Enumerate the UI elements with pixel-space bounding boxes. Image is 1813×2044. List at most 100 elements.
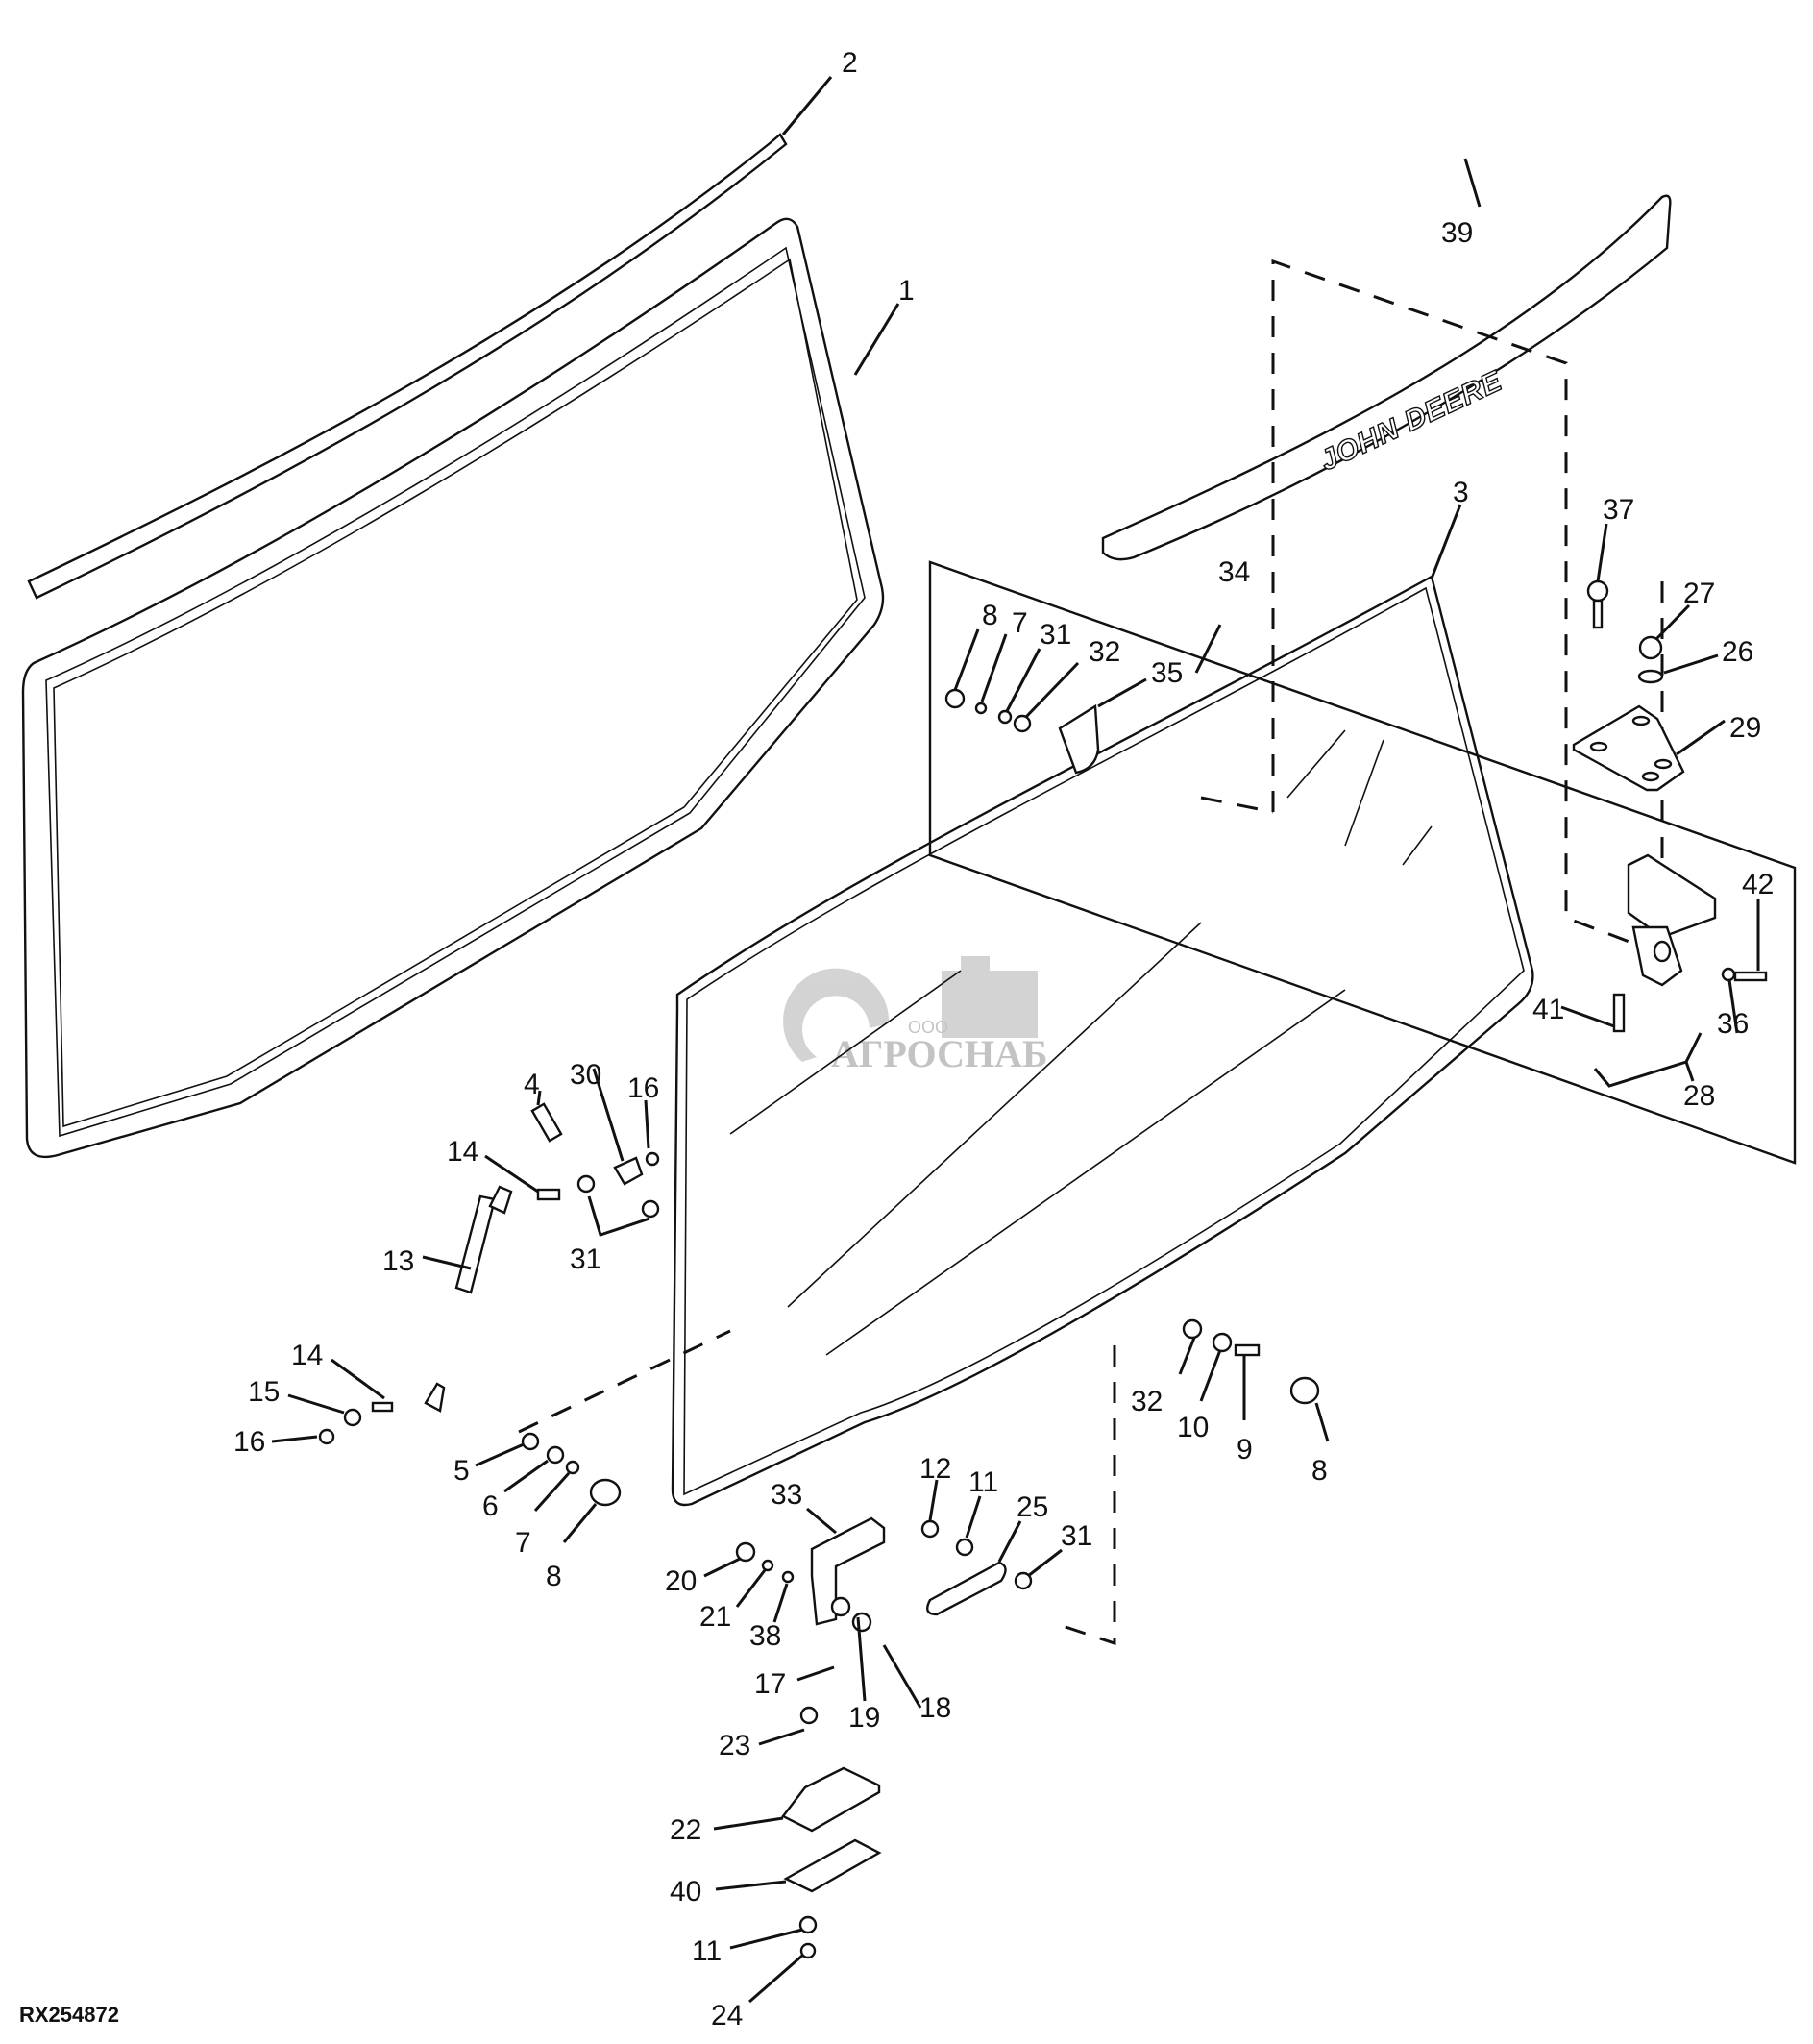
washer-11-lower-shape	[798, 1915, 818, 1934]
callout-36: 36	[1717, 1008, 1749, 1040]
callout-41: 41	[1532, 994, 1564, 1025]
callout-2: 2	[842, 47, 858, 79]
figure-id: RX254872	[19, 2003, 119, 2027]
callout-22: 22	[670, 1814, 701, 1846]
ball-stud-14-upper-shape	[536, 1188, 561, 1201]
leader-lines	[271, 76, 1760, 2004]
washer-11-upper-shape	[955, 1538, 974, 1557]
callout-24: 24	[711, 2000, 743, 2032]
callout-38: 38	[749, 1620, 781, 1652]
callout-3: 3	[1453, 477, 1469, 508]
link-bar-shape	[926, 1561, 1007, 1616]
washer-36-shape	[1721, 967, 1736, 982]
callout-7: 7	[515, 1527, 531, 1559]
mount-plate	[1572, 704, 1685, 792]
callout-28: 28	[1683, 1080, 1715, 1112]
callout-32-right: 32	[1131, 1386, 1163, 1417]
callout-16-lower: 16	[233, 1426, 265, 1458]
callout-17: 17	[754, 1668, 786, 1700]
window-frame-seal	[21, 217, 885, 1159]
watermark: ООО АГРОСНАБ	[783, 956, 1047, 1075]
rear-window-glass	[671, 575, 1534, 1507]
callout-10: 10	[1177, 1412, 1209, 1443]
callout-23: 23	[719, 1730, 750, 1761]
screw-42-shape	[1733, 971, 1768, 982]
seal-strip	[27, 133, 788, 600]
callout-13: 13	[382, 1245, 414, 1277]
nut-16-lower-shape	[318, 1428, 335, 1445]
strike-plate-shape	[783, 1838, 882, 1893]
callout-40: 40	[670, 1876, 701, 1908]
nut-24-shape	[799, 1942, 817, 1959]
washer-18-shape	[851, 1612, 872, 1633]
callout-33: 33	[771, 1479, 802, 1511]
callout-31-upper: 31	[1040, 619, 1071, 651]
callout-26: 26	[1722, 636, 1753, 668]
nut-12-shape	[920, 1519, 940, 1539]
callout-31-left: 31	[570, 1244, 601, 1275]
callout-14-upper: 14	[447, 1136, 478, 1168]
screw-37-shank	[1592, 599, 1604, 629]
callout-29: 29	[1729, 712, 1761, 744]
callout-34: 34	[1218, 556, 1250, 588]
latch-plate-shape	[1058, 703, 1100, 775]
callout-18: 18	[919, 1692, 951, 1724]
harvester-cab-icon	[961, 956, 990, 980]
callout-labels: 2 1 39 3 34 37 27 26 29 42 41 36 28 8 7 …	[233, 47, 1774, 2032]
washer-upper-32-shape	[1013, 714, 1032, 733]
callout-7-upper: 7	[1012, 607, 1028, 639]
gas-strut-end-lower	[424, 1382, 446, 1413]
callout-1: 1	[898, 275, 915, 307]
callout-8-upper: 8	[982, 600, 998, 631]
gas-strut-end-upper	[488, 1185, 513, 1215]
callout-14-lower: 14	[291, 1340, 323, 1371]
hardware-group-panel	[928, 560, 1797, 1165]
washer-26-shape	[1637, 669, 1664, 684]
watermark-name: АГРОСНАБ	[831, 1032, 1047, 1075]
screw-9-shape	[1234, 1343, 1261, 1357]
washer-6-shape	[546, 1445, 565, 1465]
bracket-30-shape	[613, 1156, 644, 1186]
callout-39: 39	[1441, 217, 1473, 249]
gas-strut-shape	[454, 1194, 497, 1294]
callout-11-upper: 11	[968, 1466, 998, 1498]
washer-31-lower-shape	[1014, 1571, 1033, 1590]
screw-23-shape	[799, 1706, 819, 1725]
callout-8-left: 8	[546, 1561, 562, 1592]
callout-4: 4	[524, 1069, 540, 1100]
nut-16-upper-shape	[645, 1151, 660, 1167]
washer-31-left-shape	[576, 1174, 596, 1194]
nut-27-shape	[1638, 635, 1663, 660]
decal-strip: JOHN DEERE	[1101, 194, 1672, 561]
harvester-icon	[942, 971, 1038, 1038]
screw-37-head	[1586, 579, 1609, 603]
washer-15-shape	[343, 1408, 362, 1427]
cap-8-left-shape	[589, 1478, 622, 1507]
callout-35: 35	[1151, 657, 1183, 689]
callout-19: 19	[848, 1702, 880, 1734]
washer-31-right-shape	[641, 1199, 660, 1219]
nut-7-shape	[565, 1460, 580, 1475]
callout-25: 25	[1017, 1491, 1048, 1523]
washer-19-shape	[830, 1596, 851, 1617]
callout-42: 42	[1742, 869, 1774, 900]
washer-38-shape	[781, 1570, 795, 1584]
hardware-parts	[318, 579, 1768, 1959]
latch-block-shape	[781, 1766, 881, 1833]
callout-9: 9	[1237, 1434, 1253, 1465]
callout-30: 30	[570, 1059, 601, 1091]
callout-31-lower: 31	[1061, 1520, 1092, 1552]
watermark-prefix: ООО	[908, 1018, 948, 1037]
washer-10-shape	[1212, 1332, 1233, 1353]
callout-16-upper: 16	[627, 1072, 659, 1104]
hinge-assembly	[1627, 853, 1717, 987]
washer-5-shape	[521, 1432, 540, 1451]
callout-6: 6	[482, 1490, 499, 1522]
cap-8-right-shape	[1289, 1376, 1320, 1405]
screw-41-shape	[1612, 993, 1626, 1033]
callout-27: 27	[1683, 578, 1715, 609]
callout-11-lower: 11	[692, 1935, 722, 1967]
gear-icon	[783, 968, 890, 1062]
handle-bracket-shape	[810, 1516, 886, 1626]
